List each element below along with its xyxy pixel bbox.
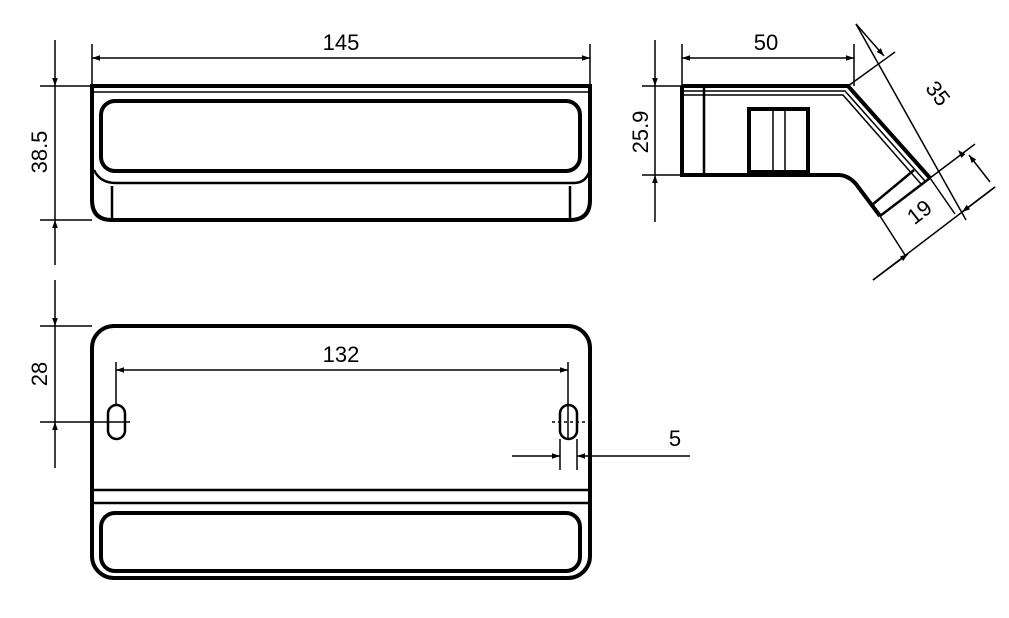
bottom-inner-panel [99, 511, 582, 573]
bottom-outline [90, 324, 592, 580]
side-view [642, 23, 996, 281]
side-slot [747, 107, 810, 174]
dim-line-35 [855, 23, 967, 221]
side-bottom-outline [680, 86, 882, 218]
dim-label-25-9: 25.9 [628, 111, 653, 154]
bottom-view [40, 280, 690, 580]
dim-label-145: 145 [323, 30, 360, 55]
dim-label-19: 19 [902, 195, 937, 230]
front-ledge [92, 169, 592, 185]
dim-label-132: 132 [323, 342, 360, 367]
dim-label-50: 50 [754, 30, 778, 55]
front-outline [90, 84, 592, 222]
front-inner-panel [99, 99, 582, 173]
front-view [40, 40, 592, 265]
dim-label-35: 35 [921, 76, 956, 111]
dim-label-28: 28 [27, 362, 52, 386]
dim-label-38-5: 38.5 [27, 131, 52, 174]
dim-label-5: 5 [669, 426, 681, 451]
